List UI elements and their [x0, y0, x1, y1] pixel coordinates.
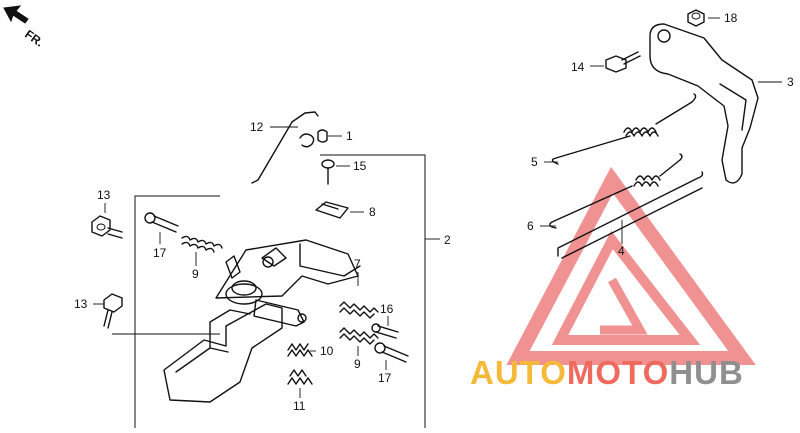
part-13-bolt-lower: [93, 293, 123, 329]
part-6-cable: [540, 153, 683, 229]
part-3-lever-arm: [649, 23, 782, 184]
watermark-word-moto: MOTO: [567, 354, 669, 391]
callout-13-upper: 13: [97, 188, 111, 202]
part-9-spring-left: [181, 235, 223, 266]
callout-9-left: 9: [192, 267, 199, 281]
callout-7: 7: [354, 257, 361, 271]
part-8-cable-holder: [315, 201, 364, 219]
callout-12: 12: [250, 120, 264, 134]
part-17-pin-left: [144, 212, 179, 244]
part-16-pin: [371, 316, 399, 339]
callout-10: 10: [320, 344, 334, 358]
callout-9-right: 9: [354, 357, 361, 371]
callout-16: 16: [380, 302, 394, 316]
part-17-pin-right: [374, 342, 409, 370]
part-11-spring: [287, 369, 313, 398]
callout-13-lower: 13: [74, 297, 88, 311]
callout-1: 1: [346, 129, 353, 143]
watermark-text: AUTOMOTOHUB: [470, 354, 744, 391]
direction-label: FR.: [22, 27, 46, 50]
callout-8: 8: [369, 205, 376, 219]
part-13-bolt-upper: [91, 203, 123, 239]
watermark-word-auto: AUTO: [470, 354, 567, 391]
callout-14: 14: [571, 60, 585, 74]
callout-3: 3: [787, 75, 794, 89]
callout-17-right: 17: [378, 371, 392, 385]
callout-17-left: 17: [153, 246, 167, 260]
part-12-control-rod: [251, 111, 319, 184]
watermark-word-hub: HUB: [669, 354, 744, 391]
callout-6: 6: [527, 219, 534, 233]
part-5-cable: [544, 93, 697, 165]
callout-2: 2: [444, 233, 451, 247]
callout-15: 15: [353, 159, 367, 173]
part-10-spring: [287, 343, 316, 357]
part-14-bolt: [590, 51, 641, 73]
callout-4: 4: [618, 244, 625, 258]
part-15-screw: [321, 159, 350, 185]
part-18-nut: [687, 9, 720, 27]
part-9-spring-right: [339, 327, 379, 356]
watermark-logo: [506, 166, 756, 365]
part-4-cable: [557, 171, 704, 259]
callout-18: 18: [724, 11, 738, 25]
callout-11: 11: [293, 399, 306, 413]
svg-text:AUTOMOTOHUB: AUTOMOTOHUB: [470, 354, 744, 391]
control-base-assembly: [112, 239, 361, 403]
assembly-frame-outline: [134, 154, 440, 428]
callout-labels: 12 1 15 8 2 13 13 17 9 7 16 9 17 10 11 1…: [74, 11, 794, 413]
front-direction-arrow: FR.: [3, 5, 46, 50]
part-1-clip: [317, 129, 342, 143]
part-7-spring: [339, 272, 379, 319]
callout-5: 5: [531, 155, 538, 169]
